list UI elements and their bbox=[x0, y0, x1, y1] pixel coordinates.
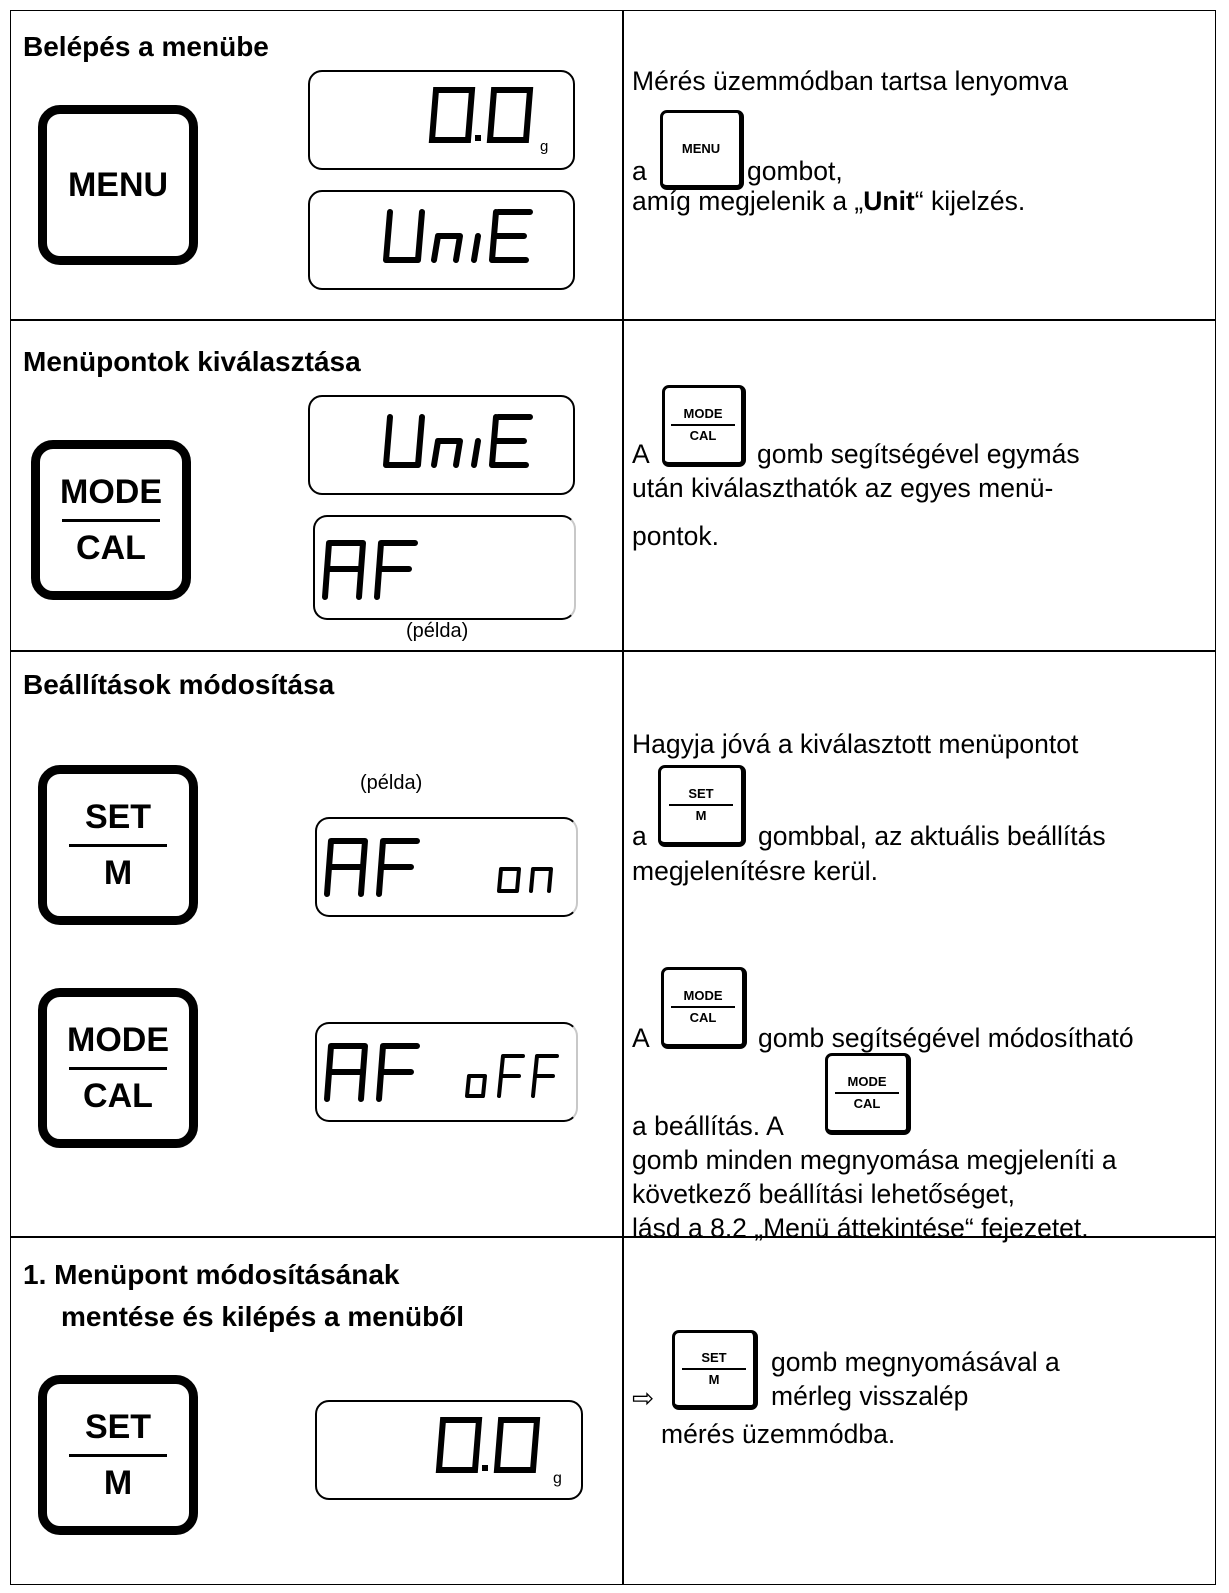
lcd-af-segments bbox=[322, 540, 418, 600]
mode-cal-button: MODE CAL bbox=[31, 440, 191, 600]
seg-digit-0 bbox=[435, 1417, 483, 1473]
row3-p1-line3: megjelenítésre kerül. bbox=[632, 856, 878, 886]
lcd-display-af-on bbox=[315, 817, 578, 917]
button-divider bbox=[62, 519, 160, 522]
lcd-display-zero: g bbox=[308, 70, 575, 170]
menu-button-label: MENU bbox=[67, 166, 169, 204]
seg-o bbox=[465, 1074, 487, 1098]
set-m-button: SET M bbox=[38, 765, 198, 925]
row3-p2-line5: lásd a 8.2 „Menü áttekintése“ fejezetet. bbox=[632, 1213, 1089, 1243]
row2-line3: pontok. bbox=[632, 521, 719, 551]
mode-cal-button-2: MODE CAL bbox=[38, 988, 198, 1148]
button-divider bbox=[69, 1067, 167, 1070]
example-note-2: (példa) bbox=[360, 772, 423, 794]
seg-i bbox=[471, 233, 481, 263]
unit-g: g bbox=[540, 138, 549, 155]
lcd-display-unit-2 bbox=[308, 395, 575, 495]
lcd-display-af bbox=[313, 515, 576, 620]
row4-line1: gomb megnyomásával a bbox=[771, 1347, 1060, 1377]
button-divider bbox=[69, 1454, 167, 1457]
mode-cal-icon-inline-2: MODE CAL bbox=[661, 967, 747, 1049]
lcd-af-on-segments bbox=[324, 838, 553, 897]
lcd-display-zero-2: g bbox=[315, 1400, 583, 1500]
seg-digit-0-second bbox=[493, 1417, 541, 1473]
set-m-button-2: SET M bbox=[38, 1375, 198, 1535]
row3-p2-line4: következő beállítási lehetőséget, bbox=[632, 1179, 1016, 1209]
mode-cal-icon-inline-3: MODE CAL bbox=[825, 1053, 911, 1135]
set-m-icon-inline-2: SET M bbox=[672, 1330, 758, 1410]
row3-p1-post: gombbal, az aktuális beállítás bbox=[758, 821, 1106, 851]
seg-digit-0 bbox=[428, 87, 476, 143]
row-divider bbox=[10, 319, 1216, 321]
lcd-unit-segments bbox=[383, 414, 533, 468]
seg-o bbox=[497, 867, 521, 893]
row4-line3: mérés üzemmódba. bbox=[661, 1419, 896, 1449]
row1-heading: Belépés a menübe bbox=[23, 31, 269, 62]
seg-F2 bbox=[531, 1054, 559, 1098]
example-note: (példa) bbox=[406, 620, 469, 642]
lcd-display-unit bbox=[308, 190, 575, 290]
seg-A bbox=[322, 540, 366, 600]
arrow-icon: ⇨ bbox=[632, 1383, 655, 1413]
seg-U bbox=[383, 209, 425, 263]
button-divider bbox=[69, 844, 167, 847]
row-divider bbox=[10, 1236, 1216, 1238]
row2-post: gomb segítségével egymás bbox=[757, 439, 1080, 469]
row3-p1-pre: a bbox=[632, 821, 647, 851]
row2-line2: után kiválaszthatók az egyes menü- bbox=[632, 473, 1054, 503]
row4-heading-line1: 1. Menüpont módosításának bbox=[23, 1259, 400, 1290]
column-divider bbox=[622, 10, 624, 1585]
row4-heading-line2: mentése és kilépés a menüből bbox=[61, 1301, 465, 1332]
seg-digit-0-second bbox=[486, 87, 534, 143]
seg-F1 bbox=[497, 1054, 525, 1098]
row2-heading: Menüpontok kiválasztása bbox=[23, 346, 361, 377]
row2-pre: A bbox=[632, 439, 650, 469]
row3-p2-line2: a beállítás. A bbox=[632, 1111, 784, 1141]
row3-p2-pre: A bbox=[632, 1023, 650, 1053]
mode-cal-icon-inline: MODE CAL bbox=[662, 385, 746, 467]
menu-button: MENU bbox=[38, 105, 198, 265]
seg-decimal-point bbox=[475, 135, 481, 141]
row3-p2-post: gomb segítségével módosítható bbox=[758, 1023, 1134, 1053]
seg-F bbox=[374, 540, 418, 600]
lcd-digits bbox=[428, 87, 534, 143]
seg-n bbox=[431, 233, 463, 263]
seg-decimal-point bbox=[482, 1465, 488, 1471]
row1-line3: amíg megjelenik a „Unit“ kijelzés. bbox=[632, 186, 1026, 216]
seg-t bbox=[489, 209, 533, 263]
menu-icon-inline: MENU bbox=[660, 110, 744, 190]
lcd-digits bbox=[435, 1417, 541, 1473]
instruction-table: Belépés a menübe MENU g Mérés üzemmódban… bbox=[10, 10, 1216, 1585]
set-m-icon-inline: SET M bbox=[658, 765, 746, 847]
lcd-display-af-off bbox=[315, 1022, 578, 1122]
lcd-unit-segments bbox=[383, 209, 533, 263]
table-border bbox=[10, 10, 1216, 1585]
row1-pre: a bbox=[632, 156, 647, 186]
row3-p2-line3: gomb minden megnyomása megjeleníti a bbox=[632, 1145, 1117, 1175]
row3-heading: Beállítások módosítása bbox=[23, 669, 335, 700]
row-divider bbox=[10, 650, 1216, 652]
unit-g-2: g bbox=[553, 1470, 562, 1487]
row1-line1: Mérés üzemmódban tartsa lenyomva bbox=[632, 66, 1068, 96]
row4-line2: mérleg visszalép bbox=[771, 1381, 969, 1411]
row1-post: gombot, bbox=[747, 156, 843, 186]
lcd-af-off-segments bbox=[324, 1043, 559, 1102]
row3-p1-line1: Hagyja jóvá a kiválasztott menüpontot bbox=[632, 729, 1079, 759]
seg-n bbox=[529, 867, 553, 893]
